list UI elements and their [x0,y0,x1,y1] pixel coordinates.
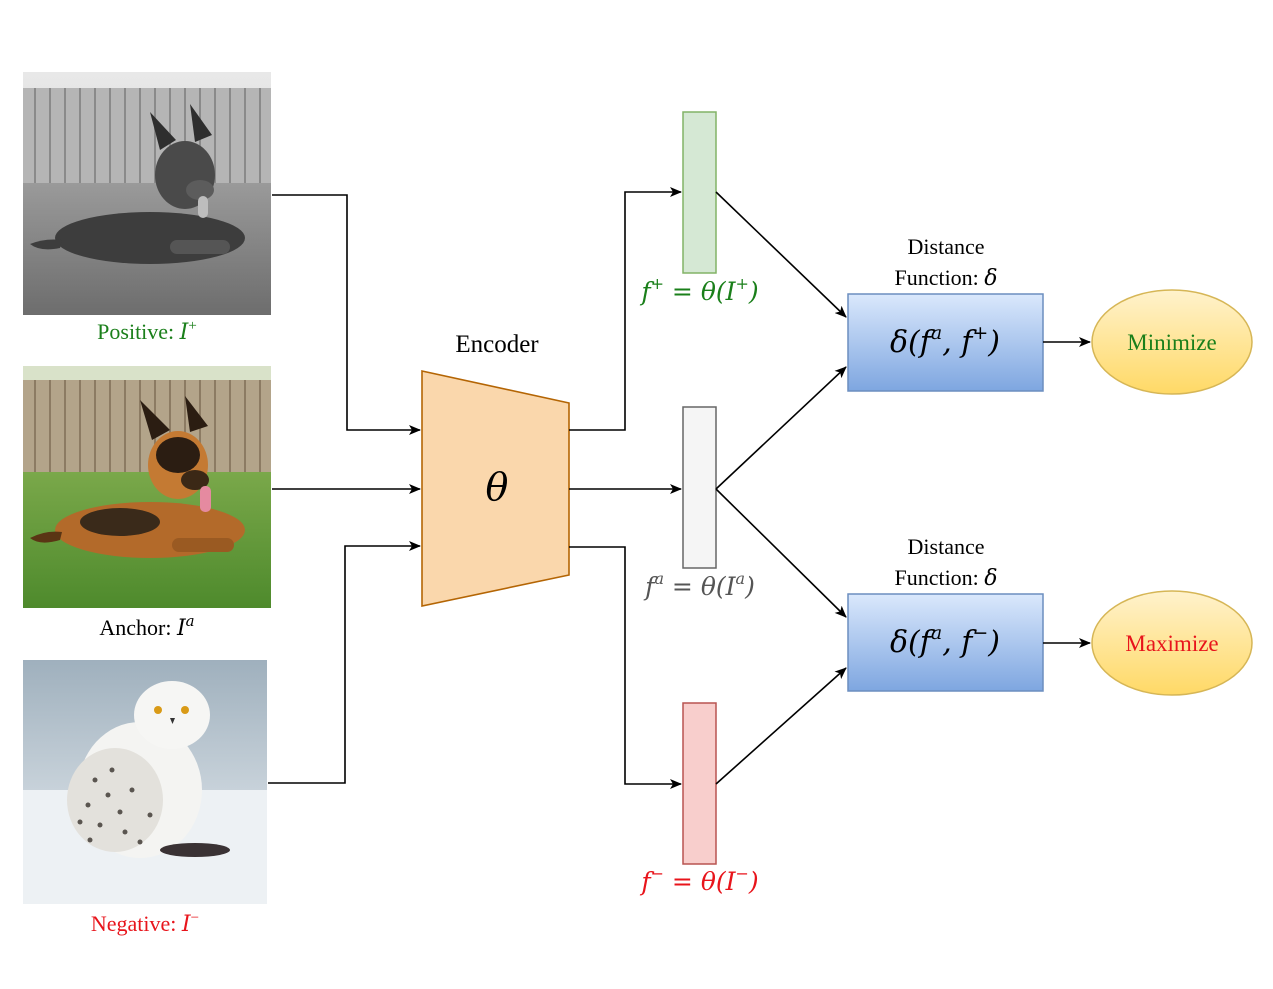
encoder-label: Encoder [455,331,539,358]
maximize-label: Maximize [1125,631,1218,656]
negative-feature-label: f− = θ(I−) [639,864,758,896]
positive-feature-vector [682,111,717,274]
bottom-distance-expression: δ(fa, f−) [890,622,1000,660]
anchor-feature-vector [682,406,717,569]
top-distance-title-line1: Distance [908,234,985,259]
minimize-label: Minimize [1127,330,1216,355]
positive-image [23,72,271,315]
encoder-to-negative-feature-arrow [569,546,682,789]
fence [23,380,271,472]
positive-feature-label: f+ = θ(I+) [639,274,758,306]
encoder-to-positive-feature-arrow [569,187,682,431]
anchor-image [23,366,271,608]
negative-to-encoder-arrow [268,541,421,784]
encoder-trapezoid [421,370,570,607]
encoder-theta-symbol: θ [486,465,509,509]
owl-silhouette [67,681,230,858]
anchor-caption: Anchor: Ia [99,612,194,641]
anchor-feature-to-bottom-distance-arrow [715,488,847,618]
negative-feature-to-bottom-distance-arrow [715,667,847,785]
positive-to-encoder-arrow [272,194,421,435]
anchor-feature-label: fa = θ(Ia) [643,569,755,601]
dog-silhouette-color [30,396,245,558]
maximize-ellipse [1091,590,1253,696]
fence [23,88,271,183]
negative-caption: Negative: I− [91,910,199,937]
bottom-distance-title-line2: Function: δ [894,565,997,591]
top-distance-expression: δ(fa, f+) [890,322,1000,360]
distance-connectors [715,191,847,785]
input-connectors [268,194,421,784]
anchor-feature-to-top-distance-arrow [715,366,847,490]
positive-caption: Positive: I+ [97,318,197,345]
feature-connectors [569,187,682,789]
dog-silhouette-gray [30,104,245,264]
negative-image [23,660,267,904]
top-distance-title-line2: Function: δ [894,265,997,291]
negative-feature-vector [682,702,717,865]
positive-feature-to-top-distance-arrow [715,191,847,318]
minimize-ellipse [1091,289,1253,395]
bottom-distance-box [847,593,1044,692]
top-distance-box [847,293,1044,392]
objective-connectors [1043,337,1091,648]
bottom-distance-title-line1: Distance [908,534,985,559]
